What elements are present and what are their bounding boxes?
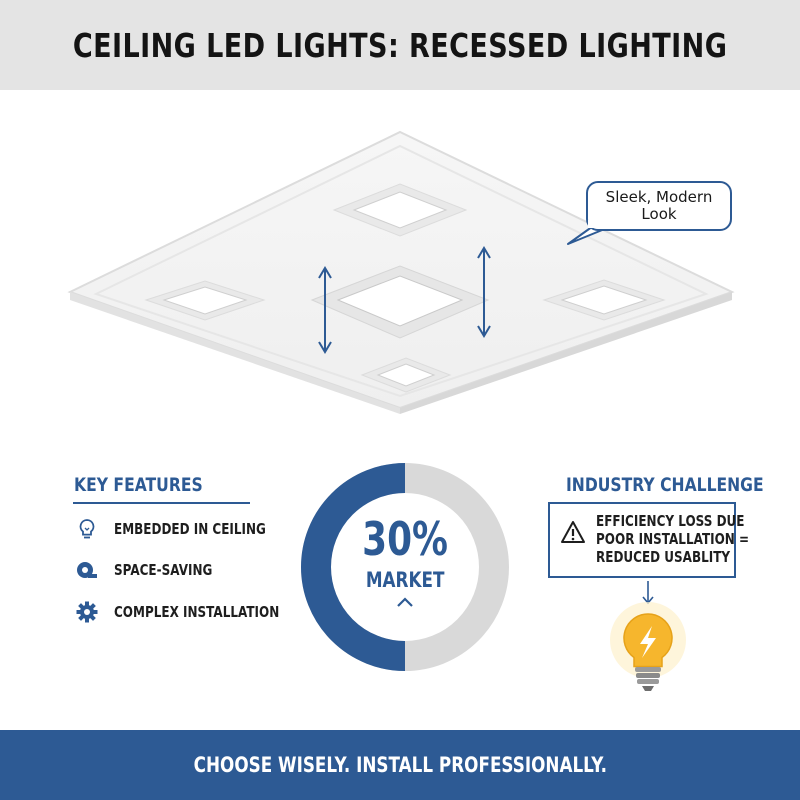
donut-share-arc xyxy=(301,463,406,671)
divider xyxy=(73,502,250,504)
market-label: MARKET xyxy=(365,568,445,592)
challenge-text: EFFICIENCY LOSS DUE POOR INSTALLATION = … xyxy=(596,512,749,566)
chevron-up-icon xyxy=(397,597,413,607)
page-title: CEILING LED LIGHTS: RECESSED LIGHTING xyxy=(72,25,728,65)
feature-item: COMPLEX INSTALLATION xyxy=(76,598,321,626)
feature-label: SPACE-SAVING xyxy=(114,561,213,579)
challenge-line: REDUCED USABLITY xyxy=(596,548,731,566)
recessed-light-top xyxy=(332,183,468,237)
challenge-line: EFFICIENCY LOSS DUE xyxy=(596,512,745,530)
feature-item: SPACE-SAVING xyxy=(76,556,237,584)
feature-label: COMPLEX INSTALLATION xyxy=(114,603,280,621)
market-percent: 30% xyxy=(362,512,448,566)
key-features-title: KEY FEATURES xyxy=(74,474,203,496)
tape-measure-icon xyxy=(76,559,98,581)
warning-icon xyxy=(561,521,585,543)
footer-text: CHOOSE WISELY. INSTALL PROFESSIONALLY. xyxy=(193,753,607,777)
footer-banner: CHOOSE WISELY. INSTALL PROFESSIONALLY. xyxy=(0,730,800,800)
header-bar: CEILING LED LIGHTS: RECESSED LIGHTING xyxy=(0,0,800,90)
lightbulb-icon xyxy=(76,518,98,540)
depth-arrow-right xyxy=(477,246,491,338)
divider xyxy=(548,502,736,504)
donut-center: 30% MARKET xyxy=(300,462,510,672)
market-donut xyxy=(301,463,509,671)
challenge-line: POOR INSTALLATION = xyxy=(596,530,750,548)
gear-icon xyxy=(76,601,98,623)
callout-tail-cover xyxy=(588,220,612,228)
depth-arrow-left xyxy=(318,266,332,354)
feature-label: EMBEDDED IN CEILING xyxy=(114,520,266,538)
recessed-light-bottom xyxy=(360,357,452,393)
industry-challenge-title: INDUSTRY CHALLENGE xyxy=(566,474,764,496)
feature-item: EMBEDDED IN CEILING xyxy=(76,515,304,543)
recessed-light-center xyxy=(310,265,490,339)
broken-bulb-icon xyxy=(610,602,686,691)
recessed-light-right xyxy=(542,279,666,321)
ceiling-panel-illustration xyxy=(67,130,735,414)
recessed-light-left xyxy=(144,280,266,321)
